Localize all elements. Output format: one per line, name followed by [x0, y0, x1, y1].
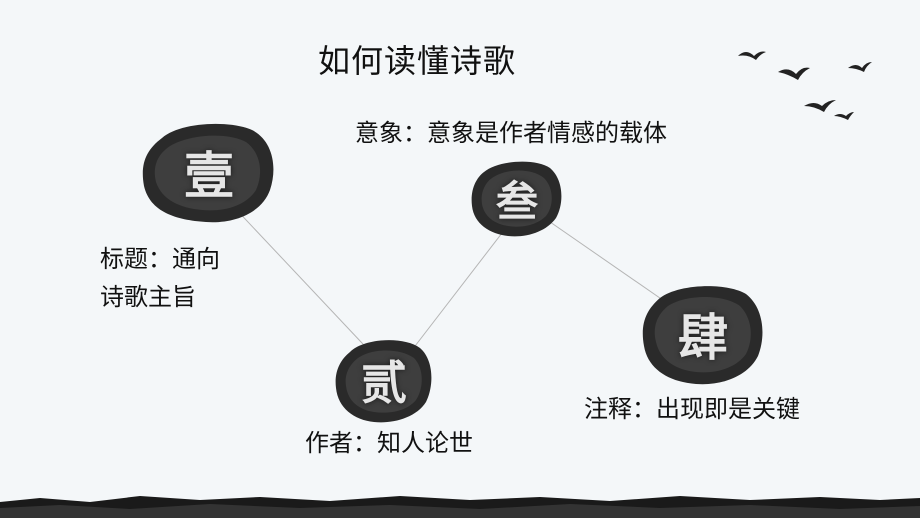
ink-mountain-ground: [0, 496, 920, 518]
node-3-char: 叁: [495, 176, 538, 226]
ink-node-4: 肆: [640, 282, 766, 386]
node-4-char: 肆: [678, 308, 728, 367]
node-4-label-line-1: 注释：出现即是关键: [584, 395, 800, 423]
ink-blot-icon: [642, 286, 763, 385]
node-3-label-line-1: 意象：意象是作者情感的载体: [355, 119, 667, 147]
ink-node-2: 贰: [334, 336, 434, 424]
connector-3-4: [539, 214, 671, 306]
connector-1-2: [231, 204, 379, 361]
ink-node-1: 壹: [140, 120, 278, 224]
ink-node-3: 叁: [470, 158, 564, 238]
node-1-char: 壹: [184, 146, 234, 205]
node-3-label: 意象：意象是作者情感的载体: [355, 114, 667, 152]
node-2-label-line-1: 作者：知人论世: [305, 429, 473, 457]
node-2-char: 贰: [361, 356, 407, 410]
node-4-label: 注释：出现即是关键: [584, 390, 800, 428]
node-1-label-line-2: 诗歌主旨: [100, 283, 196, 311]
page-title: 如何读懂诗歌: [318, 42, 517, 80]
node-1-label-line-1: 标题：通向: [100, 245, 220, 273]
connector-2-3: [411, 219, 513, 351]
flying-birds-icon: [738, 51, 872, 120]
node-1-label: 标题：通向 诗歌主旨: [100, 240, 220, 316]
ink-blot-icon: [335, 340, 432, 423]
ink-blot-icon: [142, 123, 274, 223]
ink-blot-icon: [471, 161, 562, 237]
node-2-label: 作者：知人论世: [305, 424, 473, 462]
